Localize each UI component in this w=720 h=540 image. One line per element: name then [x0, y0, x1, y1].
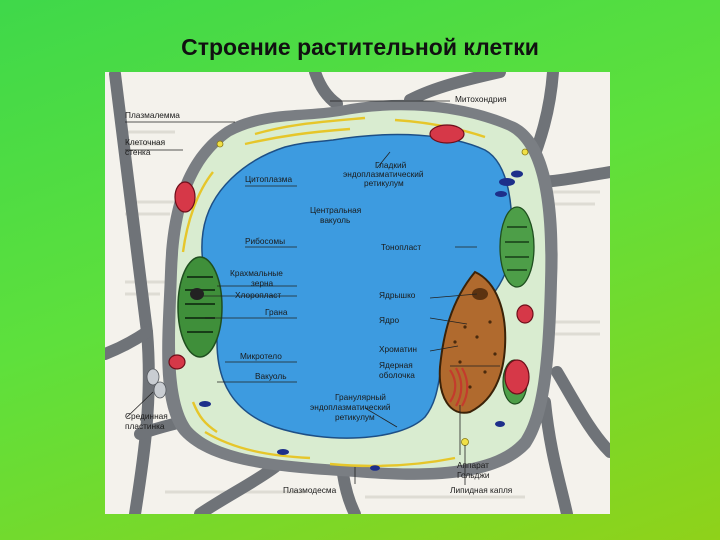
label-rough-er-1: Гранулярный	[335, 392, 386, 402]
label-rough-er-3: ретикулум	[335, 412, 375, 422]
label-starch-2: зерна	[251, 278, 274, 288]
label-smooth-er-3: ретикулум	[364, 178, 404, 188]
diagram-labels: Плазмалемма Клеточная стенка Цитоплазма …	[125, 94, 512, 495]
label-lipid-drop: Липидная капля	[450, 485, 512, 495]
label-golgi-1: Аппарат	[457, 460, 489, 470]
label-vacuole: Вакуоль	[255, 371, 287, 381]
label-middle-lamella-2: пластинка	[125, 421, 165, 431]
label-microbody: Микротело	[240, 351, 282, 361]
label-rough-er-2: эндоплазматический	[310, 402, 391, 412]
label-mitochondrion: Митохондрия	[455, 94, 507, 104]
label-chromatin: Хроматин	[379, 344, 417, 354]
label-cell-wall-1: Клеточная	[125, 137, 165, 147]
label-smooth-er-2: эндоплазматический	[343, 169, 424, 179]
nucleus	[438, 270, 507, 414]
slide-title: Строение растительной клетки	[181, 34, 539, 60]
label-central-vacuole-1: Центральная	[310, 205, 361, 215]
label-middle-lamella-1: Срединная	[125, 411, 168, 421]
cell-diagram: Плазмалемма Клеточная стенка Цитоплазма …	[105, 72, 610, 514]
label-chloroplast: Хлоропласт	[235, 290, 281, 300]
label-tonoplast: Тонопласт	[381, 242, 421, 252]
lipid-drops	[216, 140, 529, 446]
leader-lines	[125, 100, 500, 485]
microbodies	[199, 170, 523, 471]
golgi-apparatus	[449, 367, 469, 407]
neighbour-cell-walls	[105, 72, 610, 514]
label-nucleolus: Ядрышко	[379, 290, 416, 300]
label-golgi-2: Гольджи	[457, 470, 490, 480]
label-nuclear-envelope-1: Ядерная	[379, 360, 413, 370]
wall-vesicles	[146, 368, 167, 399]
label-central-vacuole-2: вакуоль	[320, 215, 350, 225]
label-plasmalemma: Плазмалемма	[125, 110, 180, 120]
label-cytoplasm: Цитоплазма	[245, 174, 292, 184]
endoplasmic-reticulum	[181, 116, 486, 468]
label-plasmodesma: Плазмодесма	[283, 485, 337, 495]
mitochondria	[168, 124, 534, 395]
label-ribosomes: Рибосомы	[245, 236, 285, 246]
label-nucleus: Ядро	[379, 315, 399, 325]
label-nuclear-envelope-2: оболочка	[379, 370, 415, 380]
label-smooth-er-1: Гладкий	[375, 160, 407, 170]
chloroplast-left	[177, 256, 223, 358]
label-starch-1: Крахмальные	[230, 268, 283, 278]
label-cell-wall-2: стенка	[125, 147, 151, 157]
label-grana: Грана	[265, 307, 288, 317]
